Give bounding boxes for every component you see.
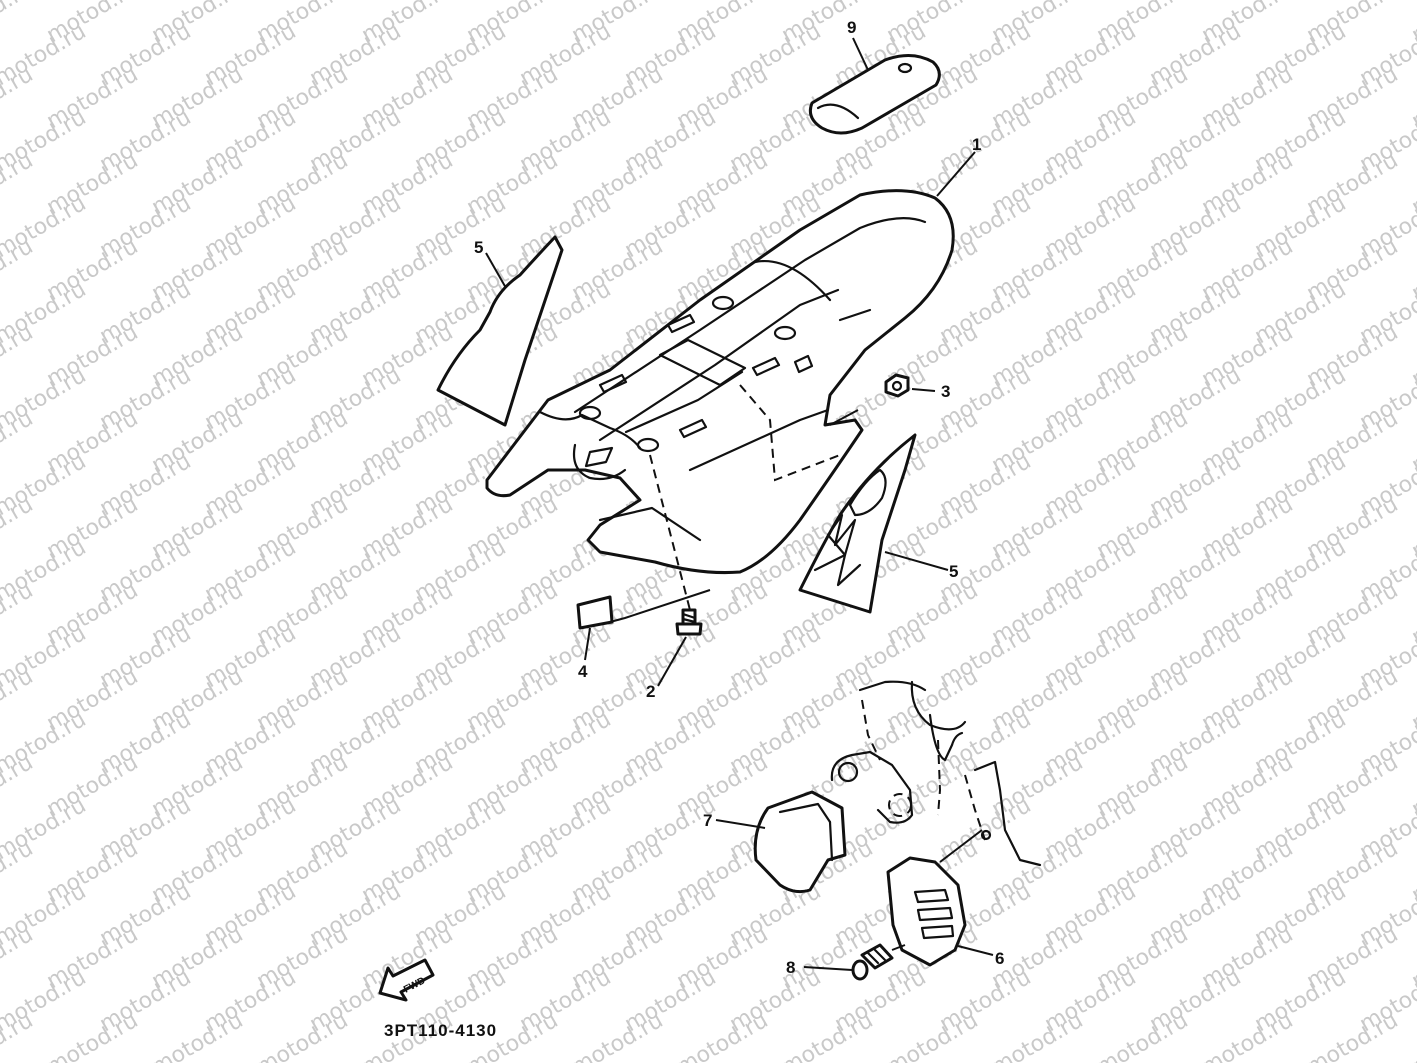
callout-8: 8 bbox=[786, 958, 795, 977]
watermark-text: motod.ru bbox=[253, 1008, 353, 1063]
watermark-text: motod.ru bbox=[568, 1008, 668, 1063]
watermark-text: motod.ru bbox=[1408, 0, 1417, 48]
watermark-text: motod.ru bbox=[673, 1008, 773, 1063]
callout-3: 3 bbox=[941, 382, 950, 401]
callout-7: 7 bbox=[703, 811, 712, 830]
part-1-rear-fender[interactable] bbox=[485, 189, 955, 575]
callout-6: 6 bbox=[995, 949, 1004, 968]
callout-labels: 9 1 5 3 5 4 2 7 8 6 bbox=[474, 18, 1004, 977]
pad-guide-line bbox=[609, 589, 711, 623]
watermark-text: motod.ru bbox=[1198, 1008, 1298, 1063]
watermark-text: motod.ru bbox=[43, 1008, 143, 1063]
leader-lines bbox=[485, 37, 994, 971]
part-6-heel-guard[interactable] bbox=[886, 829, 983, 967]
watermark-text: motod.ru bbox=[1408, 1008, 1417, 1063]
part-5-graphic-right[interactable] bbox=[798, 433, 917, 614]
watermark-text: motod.ru bbox=[1093, 1008, 1193, 1063]
forward-arrow-icon: FWD bbox=[378, 958, 435, 1002]
callout-9: 9 bbox=[847, 18, 856, 37]
callout-5-right: 5 bbox=[949, 562, 958, 581]
watermark-text: motod.ru bbox=[778, 1008, 878, 1063]
diagram-code: 3PT110-4130 bbox=[384, 1021, 497, 1040]
part-8-bolt[interactable] bbox=[851, 943, 906, 981]
bolt-guide-line bbox=[649, 454, 691, 611]
watermark-text: motod.ru bbox=[148, 1008, 248, 1063]
watermark-text: motod.ru bbox=[0, 0, 37, 48]
part-2-bolt[interactable] bbox=[675, 608, 703, 636]
callout-4: 4 bbox=[578, 662, 588, 681]
part-3-nut[interactable] bbox=[884, 373, 910, 398]
watermark-text: motod.ru bbox=[883, 1008, 983, 1063]
callout-5-left: 5 bbox=[474, 238, 483, 257]
watermark-text: motod.ru bbox=[988, 1008, 1088, 1063]
part-5-graphic-left[interactable] bbox=[436, 235, 564, 427]
callout-1: 1 bbox=[972, 135, 981, 154]
callout-2: 2 bbox=[646, 682, 655, 701]
part-4-pad[interactable] bbox=[576, 595, 614, 630]
part-9-cushion[interactable] bbox=[808, 54, 941, 135]
watermark-text: motod.ru bbox=[1303, 1008, 1403, 1063]
frame-reference bbox=[830, 680, 1042, 867]
